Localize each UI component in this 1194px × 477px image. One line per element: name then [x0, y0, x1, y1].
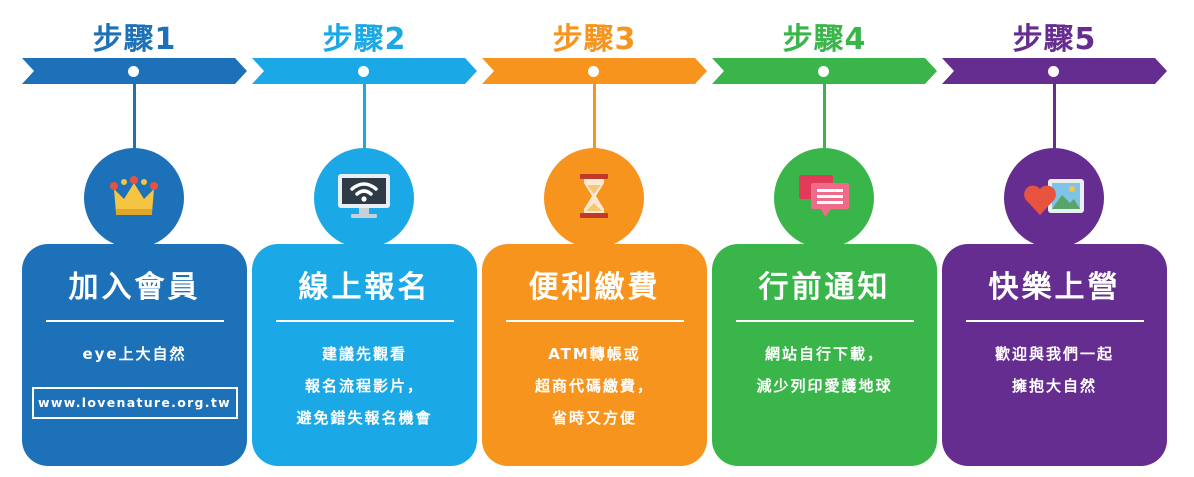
hourglass-icon [579, 173, 609, 223]
step-3-icon-circle [544, 148, 644, 248]
step-4: 步驟4 行前通知 網站自行下載， 減少列印愛護地球 [712, 0, 937, 477]
step-4-line-1: 網站自行下載， [764, 345, 884, 363]
step-5-icon-circle [1004, 148, 1104, 248]
step-5-card-title: 快樂上營 [988, 270, 1121, 305]
step-5-divider [965, 320, 1144, 322]
step-2-card-title: 線上報名 [298, 270, 431, 305]
step-3-connector [593, 77, 596, 169]
website-link[interactable]: www.lovenature.org.tw [31, 387, 238, 419]
step-3-dot [588, 66, 599, 77]
step-5-title: 步驟5 [1012, 22, 1097, 57]
step-1-icon-circle [84, 148, 184, 248]
heart-picture-icon [1022, 173, 1086, 223]
step-5-dot [1048, 66, 1059, 77]
step-5-line-2: 擁抱大自然 [1011, 377, 1097, 395]
step-4-card: 行前通知 網站自行下載， 減少列印愛護地球 [712, 244, 937, 466]
step-4-icon-circle [774, 148, 874, 248]
step-2-line-3: 避免錯失報名機會 [296, 409, 433, 427]
step-3-card-title: 便利繳費 [528, 270, 661, 305]
step-2-line-2: 報名流程影片， [304, 377, 424, 395]
step-5: 步驟5 快樂上營 歡迎與我們一起 擁抱大自然 [942, 0, 1167, 477]
step-5-line-1: 歡迎與我們一起 [994, 345, 1114, 363]
step-2-dot [358, 66, 369, 77]
step-1-card: 加入會員 eye上大自然 www.lovenature.org.tw [22, 244, 247, 466]
step-4-connector [823, 77, 826, 169]
step-4-card-title: 行前通知 [758, 270, 891, 305]
step-1-divider [45, 320, 224, 322]
step-1: 步驟1 加入會員 eye上大自然 www.lovenature.org.tw [22, 0, 247, 477]
step-3: 步驟3 便利繳費 ATM轉帳或 超商代碼繳費， 省時又方便 [482, 0, 707, 477]
step-5-card: 快樂上營 歡迎與我們一起 擁抱大自然 [942, 244, 1167, 466]
step-2-card: 線上報名 建議先觀看 報名流程影片， 避免錯失報名機會 [252, 244, 477, 466]
step-2-line-1: 建議先觀看 [321, 345, 407, 363]
step-3-line-2: 超商代碼繳費， [534, 377, 654, 395]
crown-icon [108, 173, 160, 223]
step-1-dot [128, 66, 139, 77]
step-2: 步驟2 線上報名 建議先觀看 報名流程影片， 避免錯失報名機會 [252, 0, 477, 477]
step-2-divider [275, 320, 454, 322]
step-1-connector [133, 77, 136, 169]
step-1-title: 步驟1 [92, 22, 177, 57]
monitor-wifi-icon [336, 172, 392, 224]
step-4-title: 步驟4 [782, 22, 867, 57]
step-2-connector [363, 77, 366, 169]
step-4-line-2: 減少列印愛護地球 [756, 377, 893, 395]
step-3-line-3: 省時又方便 [551, 409, 637, 427]
step-5-connector [1053, 77, 1056, 169]
step-3-line-1: ATM轉帳或 [548, 345, 641, 363]
step-4-dot [818, 66, 829, 77]
step-3-card: 便利繳費 ATM轉帳或 超商代碼繳費， 省時又方便 [482, 244, 707, 466]
step-1-card-title: 加入會員 [68, 270, 201, 305]
step-2-title: 步驟2 [322, 22, 407, 57]
step-3-title: 步驟3 [552, 22, 637, 57]
step-1-line-1: eye上大自然 [82, 345, 187, 363]
step-4-divider [735, 320, 914, 322]
step-2-icon-circle [314, 148, 414, 248]
chat-bubbles-icon [797, 171, 851, 225]
step-3-divider [505, 320, 684, 322]
